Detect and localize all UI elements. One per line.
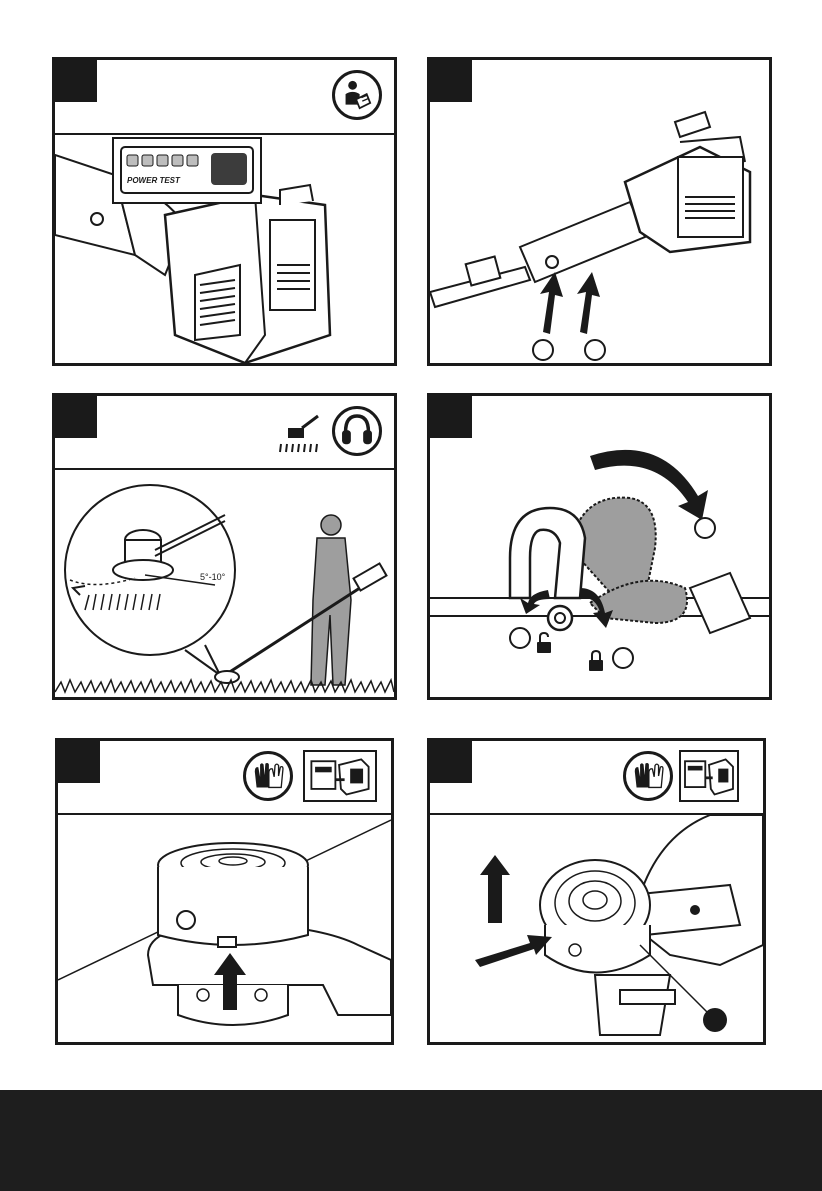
read-manual-icon [332, 70, 382, 120]
unlock-icon [536, 632, 552, 654]
panel-5 [55, 738, 394, 1045]
step-number-box [55, 60, 97, 102]
operating-stance-illustration [55, 470, 394, 697]
gloves-icon [243, 751, 293, 801]
footer-band [0, 1090, 822, 1191]
panel-6 [427, 738, 766, 1045]
panel-6-header [430, 741, 763, 815]
attachment-illustration [430, 102, 769, 363]
ear-protection-icon [332, 406, 382, 456]
lock-icon [588, 650, 604, 672]
power-test-label: POWER TEST [127, 176, 180, 185]
panel-3-header [55, 396, 394, 470]
step-number-box [430, 741, 472, 783]
gloves-icon [623, 751, 673, 801]
spool-removal-illustration [58, 815, 391, 1042]
spool-release-illustration [430, 815, 763, 1042]
panel-1: POWER TEST [52, 57, 397, 366]
battery-illustration [55, 135, 394, 363]
cut-height-icon [278, 414, 322, 454]
remove-battery-icon [679, 750, 739, 802]
panel-4 [427, 393, 772, 700]
remove-battery-icon [303, 750, 377, 802]
step-number-box [58, 741, 100, 783]
step-number-box [430, 60, 472, 102]
panel-3: 5°-10° [52, 393, 397, 700]
panel-5-header [58, 741, 391, 815]
step-number-box [55, 396, 97, 438]
step-number-box [430, 396, 472, 438]
angle-label: 5°-10° [200, 572, 225, 582]
panel-1-header [55, 60, 394, 135]
panel-2 [427, 57, 772, 366]
